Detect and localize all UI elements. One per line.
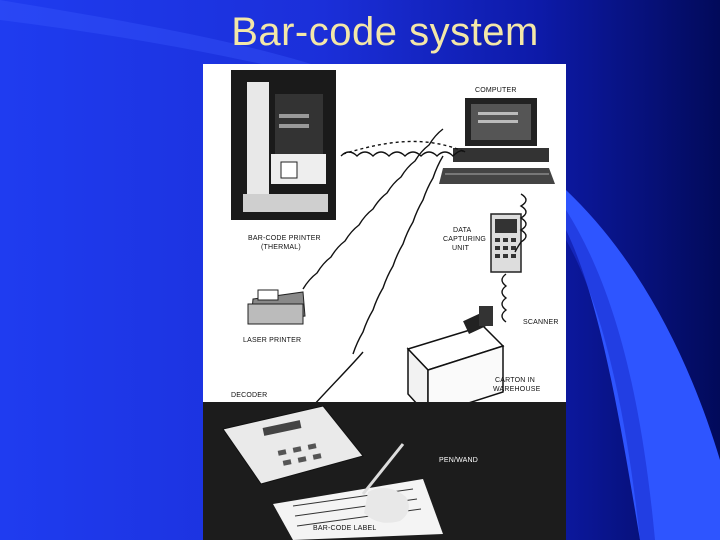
computer-illustration [439, 98, 555, 184]
label-scanner: SCANNER [523, 319, 559, 326]
decoder-photo [203, 402, 566, 540]
label-laser-printer: LASER PRINTER [243, 337, 301, 344]
label-barcode-label: BAR-CODE LABEL [313, 525, 377, 532]
label-barcode-printer: BAR-CODE PRINTER [248, 235, 321, 242]
label-warehouse: WAREHOUSE [493, 386, 541, 393]
carton-illustration [406, 325, 505, 418]
label-decoder: DECODER [231, 392, 267, 399]
label-capturing: CAPTURING [443, 236, 486, 243]
label-barcode-printer-type: (THERMAL) [261, 244, 301, 251]
label-data: DATA [453, 227, 472, 234]
label-pen-wand: PEN/WAND [439, 457, 478, 464]
coiled-cables [302, 128, 527, 407]
barcode-printer-illustration [231, 70, 336, 220]
data-capturing-unit-illustration [490, 213, 522, 273]
laser-printer-illustration [247, 289, 306, 325]
label-computer: COMPUTER [475, 87, 517, 94]
label-carton: CARTON IN [495, 377, 535, 384]
label-unit: UNIT [452, 245, 470, 252]
scanner-illustration [463, 306, 493, 334]
barcode-system-diagram: BAR-CODE PRINTER (THERMAL) COMPUTER [203, 64, 566, 540]
slide-title: Bar-code system [231, 10, 539, 54]
